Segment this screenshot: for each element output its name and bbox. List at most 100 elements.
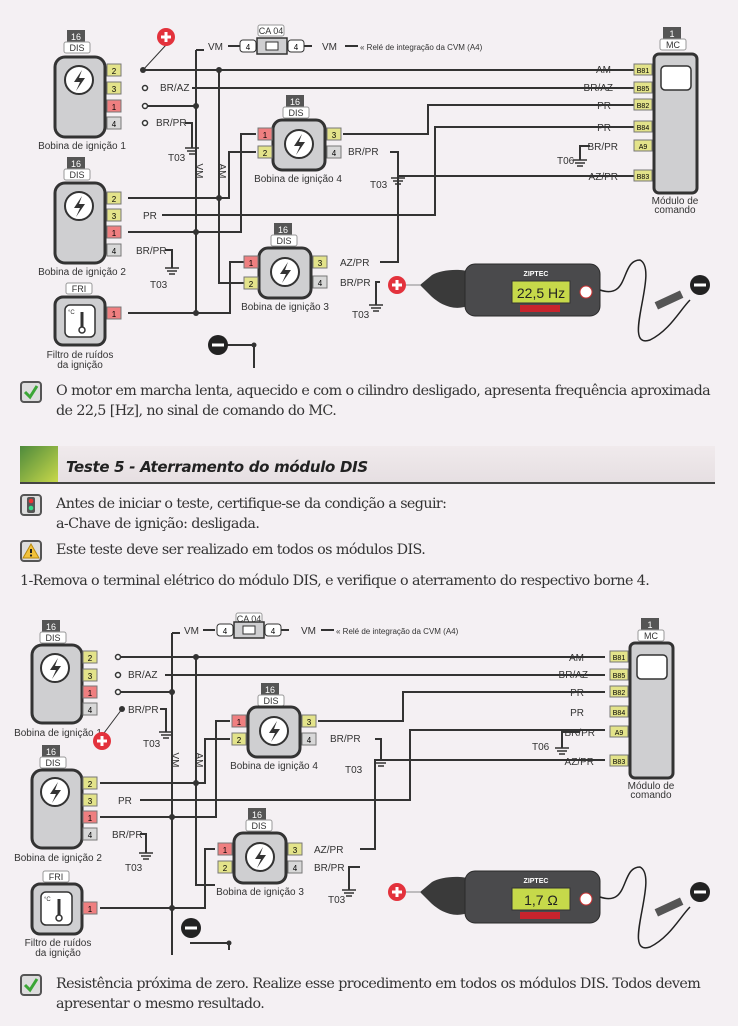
svg-text:16: 16 [46, 622, 56, 632]
svg-text:°C: °C [44, 897, 51, 903]
ignition-coil-1: 16 DIS 2 3 1 4 Bobina de ignição 1 [38, 30, 126, 152]
svg-text:16: 16 [290, 97, 300, 107]
ground-icon [342, 889, 356, 897]
svg-text:BR/PR: BR/PR [330, 734, 361, 745]
ground-icon [391, 177, 405, 185]
am-wire-label: AM [216, 164, 227, 179]
lcd-display [511, 280, 571, 304]
svg-text:1: 1 [249, 259, 254, 268]
wires [128, 44, 635, 368]
svg-text:BR/PR: BR/PR [156, 118, 187, 129]
svg-text:CA 04: CA 04 [237, 614, 262, 624]
plus-probe-icon [388, 276, 406, 294]
svg-text:BR/PR: BR/PR [564, 728, 595, 739]
svg-text:1: 1 [112, 229, 117, 238]
junction-dots [119, 654, 232, 946]
svg-text:4: 4 [318, 279, 323, 288]
plus-probe-icon [157, 28, 175, 46]
plus-probe-icon [93, 732, 111, 750]
control-module: 1 MC B81 B85 B82 B84 A9 B83 AM BR/AZ PR … [559, 618, 675, 801]
ignition-coil-3: 16 DIS 1 2 3 4 Bobina de ignição 3 [241, 223, 329, 313]
svg-text:AM: AM [569, 653, 584, 664]
svg-text:2: 2 [112, 195, 117, 204]
relay-label: « Relé de integração da CVM (A4) [360, 43, 483, 52]
ignition-coil-2: 16 DIS 2 3 1 4 Bobina de ignição 2 [14, 745, 102, 864]
svg-text:4: 4 [88, 706, 93, 715]
warning-note: Este teste deve ser realizado em todos o… [20, 540, 718, 562]
minus-probe-icon [690, 275, 710, 295]
svg-text:16: 16 [252, 810, 262, 820]
svg-text:B85: B85 [637, 86, 650, 93]
svg-text:3: 3 [88, 797, 93, 806]
svg-text:comando: comando [630, 790, 672, 801]
svg-text:PR: PR [597, 101, 611, 112]
svg-text:BR/AZ: BR/AZ [584, 83, 613, 94]
svg-text:1: 1 [669, 29, 674, 39]
minus-probe-icon [690, 882, 710, 902]
wiring-diagram-1: VM AM 16 DIS 2 3 1 4 Bobina de ignição 1… [38, 24, 710, 371]
svg-text:B81: B81 [613, 655, 626, 662]
svg-text:3: 3 [112, 212, 117, 221]
check-icon [20, 381, 42, 403]
svg-text:BR/AZ: BR/AZ [160, 83, 189, 94]
svg-text:MC: MC [644, 631, 658, 641]
svg-text:Bobina de ignição 2: Bobina de ignição 2 [14, 853, 102, 864]
open-terminals [141, 84, 149, 127]
noise-filter: FRI °C 1 Filtro de ruídos da ignição [47, 282, 122, 371]
ground-icon [159, 731, 173, 739]
thermometer-icon [40, 891, 73, 926]
svg-text:T03: T03 [328, 895, 346, 906]
svg-text:T06: T06 [557, 156, 575, 167]
svg-text:Filtro de ruídos: Filtro de ruídos [25, 938, 92, 949]
svg-text:3: 3 [88, 672, 93, 681]
chip-icon [660, 65, 692, 91]
svg-text:16: 16 [46, 747, 56, 757]
svg-text:B81: B81 [637, 68, 650, 75]
ground-icon [165, 267, 179, 275]
svg-text:1: 1 [88, 689, 93, 698]
ignition-coil-4: 16 DIS 1 2 3 4 Bobina de ignição 4 [254, 95, 342, 185]
svg-text:BR/PR: BR/PR [112, 830, 143, 841]
svg-text:AZ/PR: AZ/PR [314, 845, 343, 856]
minus-probe-icon [181, 918, 201, 938]
svg-text:1: 1 [647, 620, 652, 630]
relay-label: « Relé de integração da CVM (A4) [336, 627, 459, 636]
svg-text:B85: B85 [613, 673, 626, 680]
svg-text:Bobina de ignição 3: Bobina de ignição 3 [216, 887, 304, 898]
warning-icon [20, 540, 42, 562]
svg-text:2: 2 [223, 864, 228, 873]
vm-wire-label: VM [169, 753, 180, 768]
svg-text:PR: PR [118, 796, 132, 807]
svg-text:Módulo de: Módulo de [628, 781, 675, 792]
svg-text:1: 1 [237, 718, 242, 727]
svg-text:AM: AM [596, 65, 611, 76]
svg-text:4: 4 [307, 736, 312, 745]
svg-text:comando: comando [654, 205, 696, 216]
minus-probe-icon [208, 335, 228, 355]
svg-text:MC: MC [666, 40, 680, 50]
svg-text:Bobina de ignição 4: Bobina de ignição 4 [230, 761, 318, 772]
svg-text:AZ/PR: AZ/PR [340, 258, 369, 269]
note-line-2: a-Chave de ignição: desligada. [56, 516, 260, 532]
vm-wire-label: VM [193, 164, 204, 179]
svg-text:4: 4 [294, 43, 299, 52]
svg-text:T03: T03 [370, 180, 388, 191]
svg-text:T06: T06 [532, 742, 550, 753]
svg-text:BR/PR: BR/PR [348, 147, 379, 158]
svg-text:1: 1 [112, 310, 117, 319]
section-color-bar [20, 446, 58, 482]
svg-text:3: 3 [293, 846, 298, 855]
wiring-diagram-2: VM AM 16 DIS 2 3 1 4 Bobina de ignição 1… [14, 612, 710, 959]
svg-text:Bobina de ignição 4: Bobina de ignição 4 [254, 174, 342, 185]
svg-text:4: 4 [88, 831, 93, 840]
ground-icon [374, 759, 388, 767]
svg-text:Bobina de ignição 3: Bobina de ignição 3 [241, 302, 329, 313]
svg-text:BR/PR: BR/PR [314, 863, 345, 874]
svg-text:4: 4 [112, 120, 117, 129]
ground-label: T03 [168, 153, 186, 164]
svg-text:2: 2 [88, 654, 93, 663]
svg-text:4: 4 [293, 864, 298, 873]
ground-icon [185, 147, 199, 155]
svg-text:da ignição: da ignição [57, 360, 103, 371]
svg-text:4: 4 [112, 247, 117, 256]
